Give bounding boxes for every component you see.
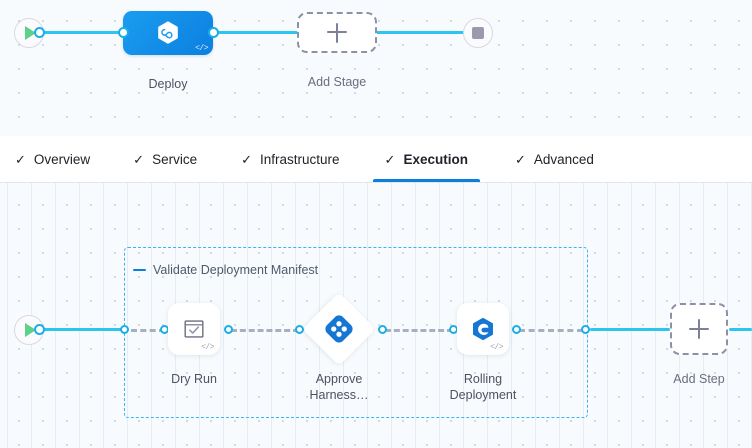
stage-canvas[interactable]: </> Deploy Add Stage bbox=[0, 0, 752, 136]
check-icon: ✓ bbox=[133, 151, 145, 167]
deploy-input-port[interactable] bbox=[118, 27, 129, 38]
tab-label: Overview bbox=[33, 151, 91, 167]
step-node-rolling-deployment[interactable]: </> bbox=[457, 303, 509, 355]
pipeline-end-node[interactable] bbox=[463, 18, 493, 48]
step-group-header[interactable]: Validate Deployment Manifest bbox=[133, 263, 318, 277]
minus-icon[interactable] bbox=[133, 268, 146, 272]
step-group-title: Validate Deployment Manifest bbox=[153, 263, 319, 277]
rolling-output-port[interactable] bbox=[512, 325, 521, 334]
dash-approve-to-rolling bbox=[385, 329, 453, 332]
check-icon: ✓ bbox=[384, 151, 396, 167]
tab-infrastructure[interactable]: ✓ Infrastructure bbox=[241, 136, 339, 182]
wire-group-to-addstep bbox=[590, 328, 670, 331]
stop-icon bbox=[472, 27, 484, 39]
add-stage-button[interactable] bbox=[297, 12, 377, 53]
harness-approval-icon bbox=[325, 315, 353, 343]
wire-start-to-deploy bbox=[38, 31, 138, 34]
add-step-label: Add Step bbox=[673, 372, 725, 386]
tab-advanced[interactable]: ✓ Advanced bbox=[515, 136, 594, 182]
tab-label: Execution bbox=[403, 151, 468, 167]
tab-label: Service bbox=[152, 151, 198, 167]
step-label-rolling-deployment: Rolling Deployment bbox=[449, 372, 517, 402]
rolling-code-badge[interactable]: </> bbox=[490, 343, 503, 352]
wire-deploy-to-addstage bbox=[212, 31, 302, 34]
check-icon: ✓ bbox=[514, 151, 526, 167]
execution-start-port[interactable] bbox=[34, 324, 45, 335]
add-stage-label: Add Stage bbox=[307, 75, 367, 89]
dash-rolling-to-exit bbox=[519, 329, 583, 332]
step-node-dry-run[interactable]: </> bbox=[168, 303, 220, 355]
tab-overview[interactable]: ✓ Overview bbox=[15, 136, 90, 182]
dash-entry-to-dryrun bbox=[131, 329, 165, 332]
step-node-approve[interactable] bbox=[313, 303, 365, 355]
play-icon bbox=[25, 323, 36, 337]
approve-input-port[interactable] bbox=[295, 325, 304, 334]
wire-addstep-trailing bbox=[729, 328, 752, 331]
dash-dryrun-to-approve bbox=[231, 329, 299, 332]
tab-execution[interactable]: ✓ Execution bbox=[372, 136, 481, 182]
stage-label-deploy: Deploy bbox=[148, 77, 188, 91]
approve-output-port[interactable] bbox=[378, 325, 387, 334]
deploy-output-port[interactable] bbox=[208, 27, 219, 38]
play-icon bbox=[25, 26, 36, 40]
group-entry-port[interactable] bbox=[120, 325, 129, 334]
add-step-button[interactable] bbox=[670, 303, 728, 355]
window-check-icon bbox=[184, 320, 204, 338]
check-icon: ✓ bbox=[15, 151, 26, 167]
tab-label: Infrastructure bbox=[260, 151, 340, 167]
harness-deploy-hexagon-icon bbox=[158, 21, 178, 44]
plus-icon bbox=[689, 319, 709, 339]
group-exit-port[interactable] bbox=[581, 325, 590, 334]
step-label-dry-run: Dry Run bbox=[171, 372, 217, 386]
step-label-approve: Approve Harness… bbox=[309, 372, 369, 402]
execution-canvas[interactable]: Validate Deployment Manifest </> Dry bbox=[0, 183, 752, 448]
dry-run-code-badge[interactable]: </> bbox=[201, 343, 214, 352]
wire-addstage-to-end bbox=[375, 31, 473, 34]
tab-label: Advanced bbox=[533, 151, 594, 167]
check-icon: ✓ bbox=[241, 151, 252, 167]
tab-service[interactable]: ✓ Service bbox=[133, 136, 197, 182]
start-output-port[interactable] bbox=[34, 27, 45, 38]
pipeline-start-node[interactable] bbox=[14, 18, 44, 48]
stage-node-deploy[interactable]: </> bbox=[123, 11, 213, 55]
plus-icon bbox=[327, 22, 347, 43]
dryrun-output-port[interactable] bbox=[224, 325, 233, 334]
stage-code-badge[interactable]: </> bbox=[195, 44, 208, 53]
rolling-deploy-icon bbox=[473, 317, 493, 341]
stage-config-tabs: ✓ Overview ✓ Service ✓ Infrastructure ✓ … bbox=[0, 136, 752, 183]
wire-start-to-group bbox=[38, 328, 124, 331]
